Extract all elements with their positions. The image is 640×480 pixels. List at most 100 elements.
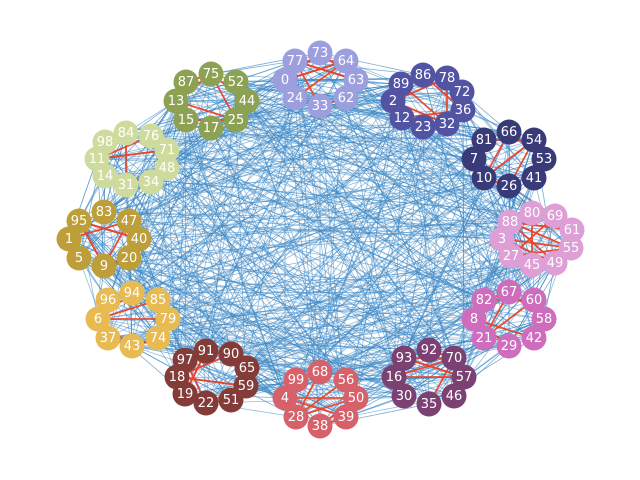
- node-circle: [92, 163, 118, 189]
- node-circle: [451, 364, 477, 390]
- inter-cluster-edge: [184, 359, 347, 418]
- node-label: 46: [446, 389, 463, 404]
- node-circle: [283, 404, 309, 430]
- node-label: 23: [415, 120, 432, 135]
- inter-cluster-edge: [235, 81, 405, 359]
- graph-node-35: 35: [416, 391, 442, 417]
- node-circle: [558, 235, 584, 261]
- node-circle: [449, 79, 475, 105]
- node-label: 48: [159, 161, 176, 176]
- graph-node-69: 69: [542, 203, 568, 229]
- graph-node-87: 87: [173, 69, 199, 95]
- node-circle: [113, 172, 139, 198]
- node-label: 61: [564, 223, 581, 238]
- inter-cluster-edge: [166, 149, 485, 301]
- node-label: 59: [238, 379, 255, 394]
- graph-node-80: 80: [519, 200, 545, 226]
- graph-node-96: 96: [95, 287, 121, 313]
- inter-cluster-edge: [246, 100, 511, 223]
- node-circle: [461, 146, 487, 172]
- inter-cluster-edge: [175, 100, 430, 405]
- node-label: 65: [239, 361, 256, 376]
- inter-cluster-edge: [166, 149, 178, 378]
- node-label: 84: [118, 126, 135, 141]
- graph-node-23: 23: [410, 114, 436, 140]
- node-circle: [391, 383, 417, 409]
- graph-node-28: 28: [283, 404, 309, 430]
- inter-cluster-edge: [131, 262, 556, 294]
- inter-cluster-edge: [68, 238, 545, 320]
- node-circle: [198, 61, 224, 87]
- graph-node-39: 39: [333, 404, 359, 430]
- graph-node-29: 29: [496, 333, 522, 359]
- graph-node-31: 31: [113, 172, 139, 198]
- graph-node-16: 16: [381, 364, 407, 390]
- node-label: 34: [143, 175, 160, 190]
- node-circle: [333, 48, 359, 74]
- node-label: 57: [456, 370, 473, 385]
- graph-node-84: 84: [113, 120, 139, 146]
- graph-node-79: 79: [155, 306, 181, 332]
- inter-cluster-edge: [210, 127, 321, 373]
- graph-node-21: 21: [471, 325, 497, 351]
- inter-cluster-edge: [246, 100, 503, 240]
- node-label: 36: [455, 103, 472, 118]
- node-label: 81: [476, 133, 493, 148]
- node-label: 67: [501, 285, 518, 300]
- node-circle: [498, 243, 524, 269]
- node-circle: [441, 383, 467, 409]
- node-circle: [91, 199, 117, 225]
- inter-cluster-edge: [103, 119, 237, 267]
- node-circle: [173, 107, 199, 133]
- node-label: 60: [526, 293, 543, 308]
- node-label: 18: [169, 370, 186, 385]
- graph-node-67: 67: [496, 279, 522, 305]
- node-label: 70: [446, 351, 463, 366]
- node-circle: [173, 69, 199, 95]
- graph-node-6: 6: [85, 306, 111, 332]
- node-label: 42: [526, 331, 543, 346]
- inter-cluster-edge: [210, 127, 465, 378]
- node-circle: [113, 120, 139, 146]
- node-label: 19: [177, 387, 194, 402]
- graph-node-22: 22: [193, 390, 219, 416]
- inter-cluster-edge: [125, 132, 533, 266]
- node-label: 87: [178, 75, 195, 90]
- node-label: 8: [470, 312, 478, 327]
- graph-node-26: 26: [496, 173, 522, 199]
- inter-cluster-edge: [166, 149, 511, 223]
- node-label: 9: [100, 259, 108, 274]
- inter-cluster-edge: [96, 158, 321, 427]
- node-label: 72: [454, 85, 471, 100]
- node-label: 21: [476, 331, 493, 346]
- node-label: 75: [203, 67, 220, 82]
- node-circle: [223, 107, 249, 133]
- node-circle: [521, 325, 547, 351]
- graph-node-61: 61: [559, 217, 585, 243]
- node-label: 38: [312, 419, 329, 434]
- graph-node-30: 30: [391, 383, 417, 409]
- node-label: 64: [338, 54, 355, 69]
- graph-node-20: 20: [116, 245, 142, 271]
- node-label: 90: [223, 347, 240, 362]
- node-label: 86: [415, 68, 432, 83]
- node-circle: [282, 85, 308, 111]
- node-label: 58: [536, 312, 553, 327]
- node-circle: [496, 279, 522, 305]
- node-circle: [145, 325, 171, 351]
- node-circle: [471, 325, 497, 351]
- inter-cluster-edge: [78, 257, 510, 293]
- graph-node-94: 94: [119, 280, 145, 306]
- node-label: 43: [124, 339, 141, 354]
- graph-node-55: 55: [558, 235, 584, 261]
- graph-node-7: 7: [461, 146, 487, 172]
- inter-cluster-edge: [96, 158, 133, 347]
- inter-cluster-edge: [166, 149, 357, 399]
- inter-cluster-edge: [125, 184, 455, 359]
- graph-node-14: 14: [92, 163, 118, 189]
- graph-node-51: 51: [218, 387, 244, 413]
- inter-cluster-edge: [104, 119, 187, 177]
- graph-node-27: 27: [498, 243, 524, 269]
- graph-node-9: 9: [91, 253, 117, 279]
